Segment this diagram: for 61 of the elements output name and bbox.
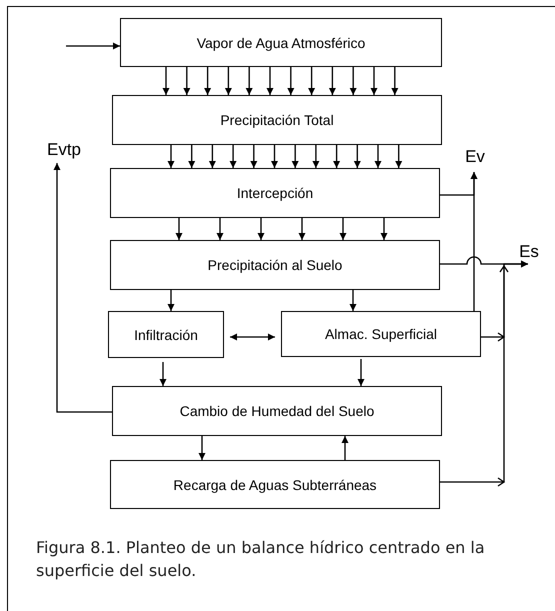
arrow	[374, 145, 382, 168]
process-box	[110, 460, 440, 509]
arrow	[204, 67, 212, 95]
figure-caption: Figura 8.1. Planteo de un balance hídrico centrado en la superficie del suelo.	[36, 537, 486, 582]
box-label: Cambio de Humedad del Suelo	[180, 403, 374, 419]
box-label: Intercepción	[236, 185, 314, 201]
box-label: Almac. Superficial	[324, 326, 438, 342]
arrow	[216, 218, 224, 240]
process-box	[108, 311, 224, 358]
arrow	[54, 163, 112, 413]
flux-label: Evtp	[40, 138, 88, 162]
arrow	[168, 145, 174, 168]
arrow	[358, 359, 364, 386]
process-box	[112, 386, 442, 436]
box-label: Precipitación al Suelo	[208, 257, 342, 273]
arrow	[246, 67, 253, 95]
arrow	[208, 145, 216, 168]
arrow	[188, 145, 196, 168]
arrow	[258, 218, 264, 240]
arrow	[439, 260, 529, 487]
box-label: Vapor de Agua Atmosférico	[196, 34, 366, 50]
arrow	[340, 218, 346, 240]
arrow	[380, 218, 388, 240]
flux-label: Ev	[462, 146, 488, 168]
arrow	[342, 436, 348, 460]
arrow	[160, 362, 166, 386]
arrow	[391, 67, 398, 95]
box-label: Infiltración	[134, 326, 198, 342]
process-box	[120, 18, 442, 67]
arrow	[350, 290, 356, 311]
box-label: Precipitación Total	[220, 112, 334, 128]
arrow	[230, 334, 275, 340]
arrow	[470, 172, 478, 311]
arrow	[183, 67, 190, 95]
process-box	[281, 311, 481, 357]
arrow	[168, 290, 174, 311]
process-box	[110, 240, 440, 290]
arrow	[250, 145, 258, 168]
arrow	[370, 67, 378, 95]
arrow	[230, 145, 237, 168]
arrow	[328, 67, 336, 95]
arrow	[266, 67, 274, 95]
arrow	[271, 145, 278, 168]
arrow	[176, 218, 182, 240]
arrow	[333, 145, 340, 168]
arrow	[354, 145, 361, 168]
box-label: Recarga de Aguas Subterráneas	[173, 476, 377, 492]
arrow	[292, 145, 299, 168]
flux-label: Es	[516, 240, 542, 264]
arrow	[162, 67, 170, 95]
arrow	[308, 67, 316, 95]
arrow	[395, 145, 402, 168]
arrow	[66, 42, 120, 50]
arrow	[298, 218, 306, 240]
arrow	[198, 436, 206, 460]
arrow	[350, 67, 357, 95]
arrow	[224, 67, 232, 95]
process-box	[110, 168, 440, 218]
arrow	[287, 67, 294, 95]
arrow	[312, 145, 320, 168]
process-box	[112, 95, 442, 145]
